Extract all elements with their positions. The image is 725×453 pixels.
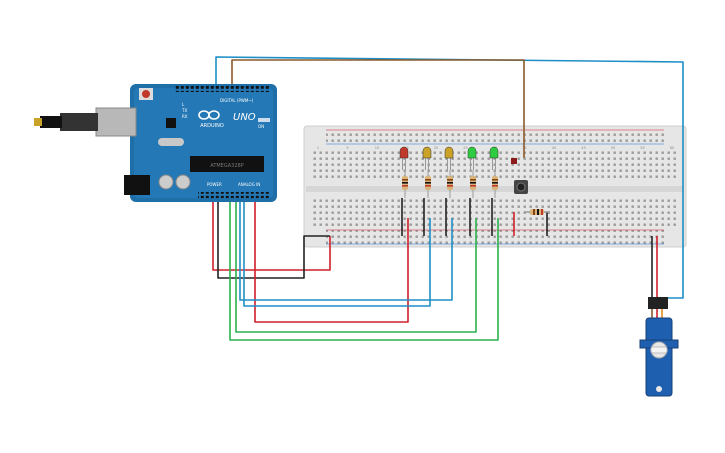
column-number: 20	[434, 146, 438, 150]
reset-button-icon[interactable]	[142, 90, 150, 98]
digital-header[interactable]	[174, 86, 270, 92]
wire-brown-button[interactable]	[231, 59, 525, 158]
led-array	[399, 146, 499, 198]
model-text: UNO	[233, 112, 256, 123]
arduino-uno[interactable]: ATMEGA328P ARDUINO UNO DIGITAL (PWM~) PO…	[34, 84, 277, 202]
column-number: 50	[611, 146, 615, 150]
column-number: 40	[552, 146, 556, 150]
arduino-logo	[198, 110, 220, 120]
column-number: 5	[346, 146, 348, 150]
column-number: 60	[670, 146, 674, 150]
on-label: ON	[258, 124, 264, 129]
breadboard[interactable]	[303, 125, 687, 248]
digital-header-label: DIGITAL (PWM~)	[220, 98, 254, 103]
resistor[interactable]	[470, 170, 476, 198]
crystal	[158, 138, 184, 146]
led-green-1[interactable]	[467, 146, 477, 170]
rx-label: RX	[182, 114, 188, 119]
power-header-label: POWER	[207, 182, 222, 187]
led-yellow-2[interactable]	[444, 146, 454, 170]
wire-green-led-5[interactable]	[229, 90, 499, 341]
column-number: 45	[581, 146, 585, 150]
usb-connector-icon	[34, 107, 137, 137]
mcu-chip	[190, 156, 264, 172]
wire-green-led-4[interactable]	[235, 90, 477, 333]
pushbutton-icon[interactable]	[516, 182, 526, 192]
servo-motor[interactable]	[639, 297, 679, 397]
led-red[interactable]	[399, 146, 409, 170]
chip-label: ATMEGA328P	[210, 163, 243, 169]
pushbutton-indicator	[511, 158, 517, 164]
capacitor-1	[158, 174, 174, 190]
pushbutton[interactable]	[511, 158, 528, 194]
led-yellow-1[interactable]	[422, 146, 432, 170]
pulldown-resistor[interactable]	[524, 209, 550, 215]
on-led	[258, 118, 270, 122]
resistor[interactable]	[492, 170, 498, 198]
wire-black-gnd[interactable]	[217, 198, 330, 279]
wire-blue-servo-signal[interactable]	[215, 56, 684, 299]
l-label: L	[182, 102, 185, 107]
wire-red-5v[interactable]	[212, 198, 331, 271]
power-analog-header[interactable]	[198, 192, 270, 198]
bottom-power-rail[interactable]	[326, 230, 664, 244]
column-number: 10	[375, 146, 379, 150]
led-green-2[interactable]	[489, 146, 499, 170]
lower-terminal-strip[interactable]	[312, 196, 678, 226]
wire-red-led-1[interactable]	[254, 90, 409, 323]
top-power-rail[interactable]	[326, 130, 664, 144]
breadboard-jumpers	[401, 198, 548, 236]
usb-chip	[166, 118, 176, 128]
servo-connector	[648, 297, 668, 309]
capacitor-2	[175, 174, 191, 190]
power-jack-icon	[124, 175, 150, 195]
resistor[interactable]	[402, 170, 408, 198]
tx-label: TX	[181, 108, 187, 113]
resistor[interactable]	[447, 170, 453, 198]
brand-text: ARDUINO	[200, 123, 224, 129]
column-number: 1	[317, 146, 319, 150]
analog-header-label: ANALOG IN	[238, 182, 260, 187]
resistor[interactable]	[425, 170, 431, 198]
column-number: 25	[463, 146, 467, 150]
column-number: 55	[640, 146, 644, 150]
